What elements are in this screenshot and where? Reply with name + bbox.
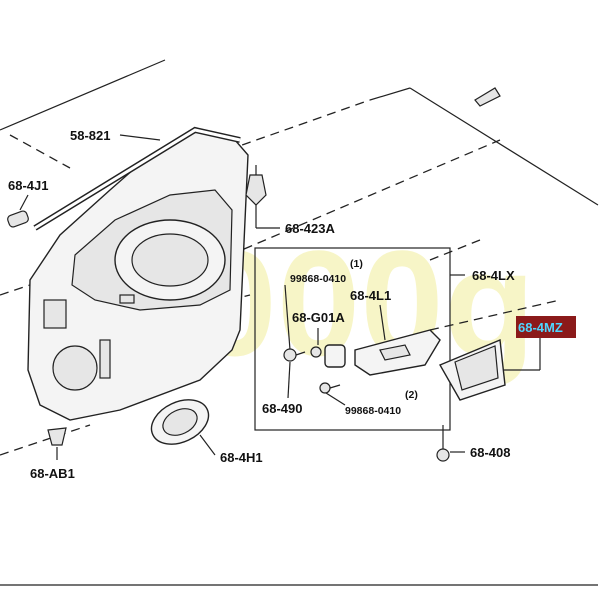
clip-68-4J1 bbox=[7, 210, 29, 228]
region-outline bbox=[0, 59, 599, 586]
leader-68-4H1 bbox=[199, 434, 216, 456]
screw-left bbox=[283, 348, 306, 362]
fastener-68-423A bbox=[245, 165, 267, 206]
label-68-4J1: 68-4J1 bbox=[8, 178, 48, 193]
screw-bottom bbox=[319, 382, 341, 394]
region-dash-top bbox=[9, 99, 371, 169]
label-68-423A: 68-423A bbox=[285, 221, 335, 236]
handle-bezel-68-4L1 bbox=[354, 329, 441, 376]
leader-68-4J1 bbox=[19, 194, 29, 211]
knob-68-490 bbox=[324, 344, 346, 368]
label-68-4H1: 68-4H1 bbox=[220, 450, 263, 465]
leader-99868-top bbox=[284, 284, 291, 351]
label-68-4MZ: 68-4MZ bbox=[518, 320, 563, 335]
speaker-cover-68-4H1 bbox=[150, 399, 210, 445]
label-99868-top: 99868-0410 bbox=[290, 273, 346, 285]
highlight-box-68-4MZ bbox=[516, 316, 576, 338]
leader-68-490 bbox=[287, 361, 291, 399]
leader-58-821 bbox=[119, 134, 161, 141]
label-58-821: 58-821 bbox=[70, 128, 110, 143]
label-68-G01A: 68-G01A bbox=[292, 310, 345, 325]
door-trim-panel bbox=[27, 129, 249, 421]
switch-panel-68-4MZ bbox=[438, 338, 506, 401]
leader-68-4L1 bbox=[379, 304, 386, 341]
note-2: (2) bbox=[405, 389, 418, 401]
label-68-490: 68-490 bbox=[262, 401, 302, 416]
label-68-4LX: 68-4LX bbox=[472, 268, 515, 283]
label-68-AB1: 68-AB1 bbox=[30, 466, 75, 481]
screw-top-right bbox=[474, 87, 501, 107]
note-1: (1) bbox=[350, 258, 363, 270]
label-99868-bot: 99868-0410 bbox=[345, 405, 401, 417]
group-box-68-4LX bbox=[254, 247, 451, 431]
label-68-4L1: 68-4L1 bbox=[350, 288, 391, 303]
screw-68-408 bbox=[436, 425, 450, 462]
label-68-408: 68-408 bbox=[470, 445, 510, 460]
clip-68-G01A bbox=[310, 346, 322, 358]
clip-68-AB1 bbox=[47, 427, 67, 446]
leader-99868-bot bbox=[325, 392, 346, 406]
